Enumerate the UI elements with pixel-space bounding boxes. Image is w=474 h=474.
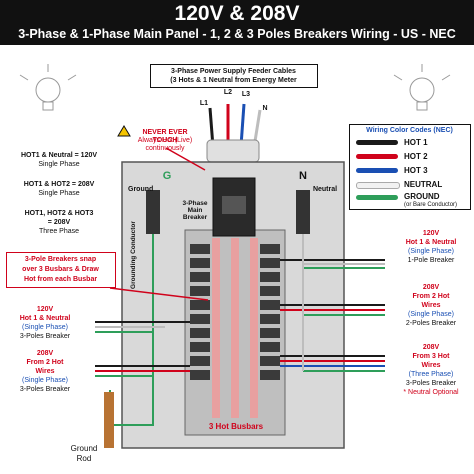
left-info-1-line1: HOT1 & Neutral = 120V bbox=[20, 152, 98, 159]
busbar-1 bbox=[212, 238, 220, 418]
warning-line1: NEVER EVER TOUCH bbox=[142, 129, 188, 144]
legend-swatch-hot1 bbox=[356, 140, 398, 145]
snap-note: 3-Pole Breakers snap over 3 Busbars & Dr… bbox=[6, 252, 116, 288]
l1-label: L1 bbox=[199, 100, 209, 107]
busbar-3 bbox=[250, 238, 258, 418]
lightbulb-icon-left bbox=[19, 64, 77, 111]
l2-label: L2 bbox=[223, 89, 233, 96]
wiring-legend: Wiring Color Codes (NEC) HOT 1 HOT 2 HOT… bbox=[349, 124, 471, 210]
warning-line3: continuously bbox=[145, 145, 185, 152]
busbar-2 bbox=[231, 238, 239, 418]
legend-swatch-hot2 bbox=[356, 154, 398, 159]
ground-rod-line1: Ground bbox=[70, 444, 98, 453]
legend-hot2: HOT 2 bbox=[404, 152, 428, 161]
legend-swatch-ground bbox=[356, 195, 398, 200]
lightbulb-icon-right bbox=[393, 64, 451, 111]
legend-neutral: NEUTRAL bbox=[404, 180, 443, 189]
g-letter: G bbox=[162, 170, 172, 182]
left-info-3-line2: = 208V bbox=[47, 219, 71, 226]
breaker-column-right bbox=[260, 244, 280, 380]
ground-bar bbox=[146, 190, 160, 234]
ground-rod-line2: Rod bbox=[76, 454, 92, 463]
warning-line2: Always Hot (Live) bbox=[137, 137, 193, 144]
grounding-conductor-label: Grounding Conductor bbox=[130, 221, 137, 289]
cable-entry bbox=[206, 139, 260, 163]
snap-note-arrow bbox=[109, 287, 209, 301]
subtitle: 3-Phase & 1-Phase Main Panel - 1, 2 & 3 … bbox=[18, 27, 456, 41]
legend-hot1: HOT 1 bbox=[404, 138, 428, 147]
l3-label: L3 bbox=[241, 91, 251, 98]
feeder-label: 3-Phase Power Supply Feeder Cables (3 Ho… bbox=[150, 64, 318, 88]
right-circuit-2 bbox=[280, 304, 385, 316]
warning-icon bbox=[117, 125, 131, 137]
ground-rod bbox=[104, 392, 114, 448]
warning-arrow bbox=[165, 147, 206, 171]
n-label: N bbox=[262, 105, 268, 112]
right-circuit-3 bbox=[280, 355, 385, 372]
breaker-column-left bbox=[190, 244, 210, 380]
left-info-3-line1: HOT1, HOT2 & HOT3 bbox=[24, 210, 94, 217]
legend-ground: GROUND bbox=[404, 192, 440, 201]
neutral-bar bbox=[296, 190, 310, 234]
left-circuit-1 bbox=[95, 321, 190, 333]
legend-swatch-hot3 bbox=[356, 168, 398, 173]
legend-title: Wiring Color Codes (NEC) bbox=[366, 127, 453, 134]
legend-ground-sub: (or Bare Conductor) bbox=[404, 202, 458, 208]
left-circuit-2 bbox=[95, 365, 190, 377]
main-breaker-handle bbox=[222, 196, 246, 214]
legend-hot3: HOT 3 bbox=[404, 166, 428, 175]
main-breaker-label: 3-Phase Main Breaker bbox=[182, 200, 208, 221]
right-circuit-1 bbox=[280, 259, 385, 269]
n-letter: N bbox=[299, 170, 307, 182]
left-info-3-line3: Three Phase bbox=[38, 228, 80, 235]
busbars-label: 3 Hot Busbars bbox=[208, 422, 264, 431]
legend-swatch-neutral bbox=[356, 182, 400, 189]
title-bar: 120V & 208V 3-Phase & 1-Phase Main Panel… bbox=[0, 0, 474, 45]
neutral-label: Neutral bbox=[312, 186, 338, 193]
main-title: 120V & 208V bbox=[174, 2, 300, 25]
ground-label: Ground bbox=[128, 186, 154, 193]
left-info-2-line1: HOT1 & HOT2 = 208V bbox=[23, 181, 95, 188]
left-info-1-line2: Single Phase bbox=[38, 161, 80, 168]
left-info-2-line2: Single Phase bbox=[38, 190, 80, 197]
